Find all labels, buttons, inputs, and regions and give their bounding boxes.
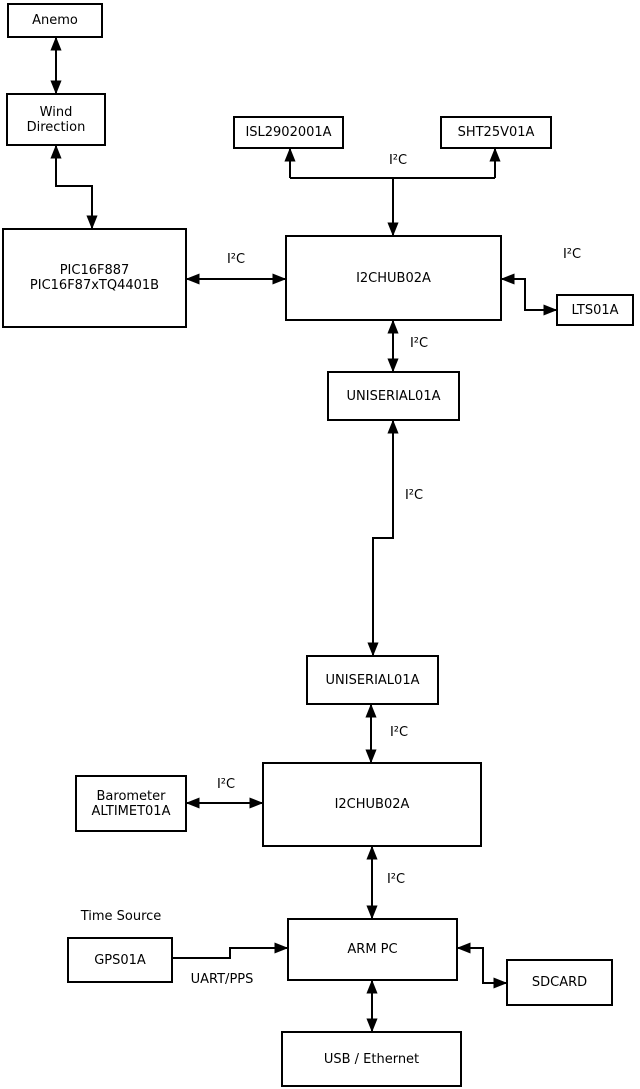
node-i2chub-lower-label: I2CHUB02A [334, 797, 410, 812]
edge-hub-lts [500, 273, 558, 316]
node-pic-label: PIC16F887 [59, 263, 130, 278]
node-gps: GPS01A [67, 937, 173, 983]
node-barometer-label: Barometer [96, 788, 166, 804]
node-anemo-label: Anemo [32, 13, 78, 28]
node-usb-ethernet: USB / Ethernet [281, 1031, 462, 1087]
node-sdcard: SDCARD [506, 959, 613, 1006]
node-uniserial-lower: UNISERIAL01A [306, 655, 439, 705]
label-time-source: Time Source [80, 909, 162, 924]
node-sht-label: SHT25V01A [457, 125, 535, 140]
node-i2chub-upper: I2CHUB02A [285, 235, 502, 321]
edge-winddir-pic [50, 144, 98, 230]
node-pic-label: PIC16F87xTQ4401B [29, 278, 160, 293]
label-i2c-hub2-armpc: I²C [386, 872, 406, 887]
node-uniserial-upper-label: UNISERIAL01A [346, 388, 441, 404]
node-gps-label: GPS01A [94, 952, 146, 968]
node-barometer-label: ALTIMET01A [91, 803, 171, 819]
node-lts: LTS01A [556, 294, 634, 326]
node-isl: ISL2902001A [233, 116, 344, 149]
node-wind-direction-label: Direction [26, 119, 86, 135]
node-anemo: Anemo [7, 3, 103, 38]
node-sht: SHT25V01A [440, 116, 552, 149]
node-uniserial-upper: UNISERIAL01A [327, 371, 460, 421]
node-usb-ethernet-label: USB / Ethernet [323, 1051, 420, 1067]
label-i2c-bus-top: I²C [388, 153, 408, 168]
node-i2chub-lower: I2CHUB02A [262, 762, 482, 847]
label-i2c-hub-lts: I²C [562, 247, 582, 262]
node-isl-label: ISL2902001A [245, 125, 332, 140]
node-arm-pc-label: ARM PC [347, 942, 398, 957]
label-i2c-hub-uniserial: I²C [409, 336, 429, 351]
node-i2chub-upper-label: I2CHUB02A [356, 270, 431, 286]
label-i2c-uniserial-link: I²C [404, 488, 424, 503]
node-uniserial-lower-label: UNISERIAL01A [325, 672, 420, 688]
label-i2c-uniserial-hub2: I²C [389, 725, 409, 740]
label-i2c-barometer-hub2: I²C [216, 777, 236, 792]
node-arm-pc: ARM PC [287, 918, 458, 981]
edge-armpc-sdcard [456, 942, 508, 989]
edge-gps-armpc [173, 942, 289, 959]
node-lts-label: LTS01A [571, 302, 619, 318]
node-sdcard-label: SDCARD [531, 975, 588, 990]
label-i2c-pic-hub: I²C [226, 252, 246, 267]
label-uart-pps: UART/PPS [190, 972, 254, 987]
node-wind-direction-label: Wind [39, 104, 73, 120]
edge-uniserial-uniserial [367, 419, 399, 657]
